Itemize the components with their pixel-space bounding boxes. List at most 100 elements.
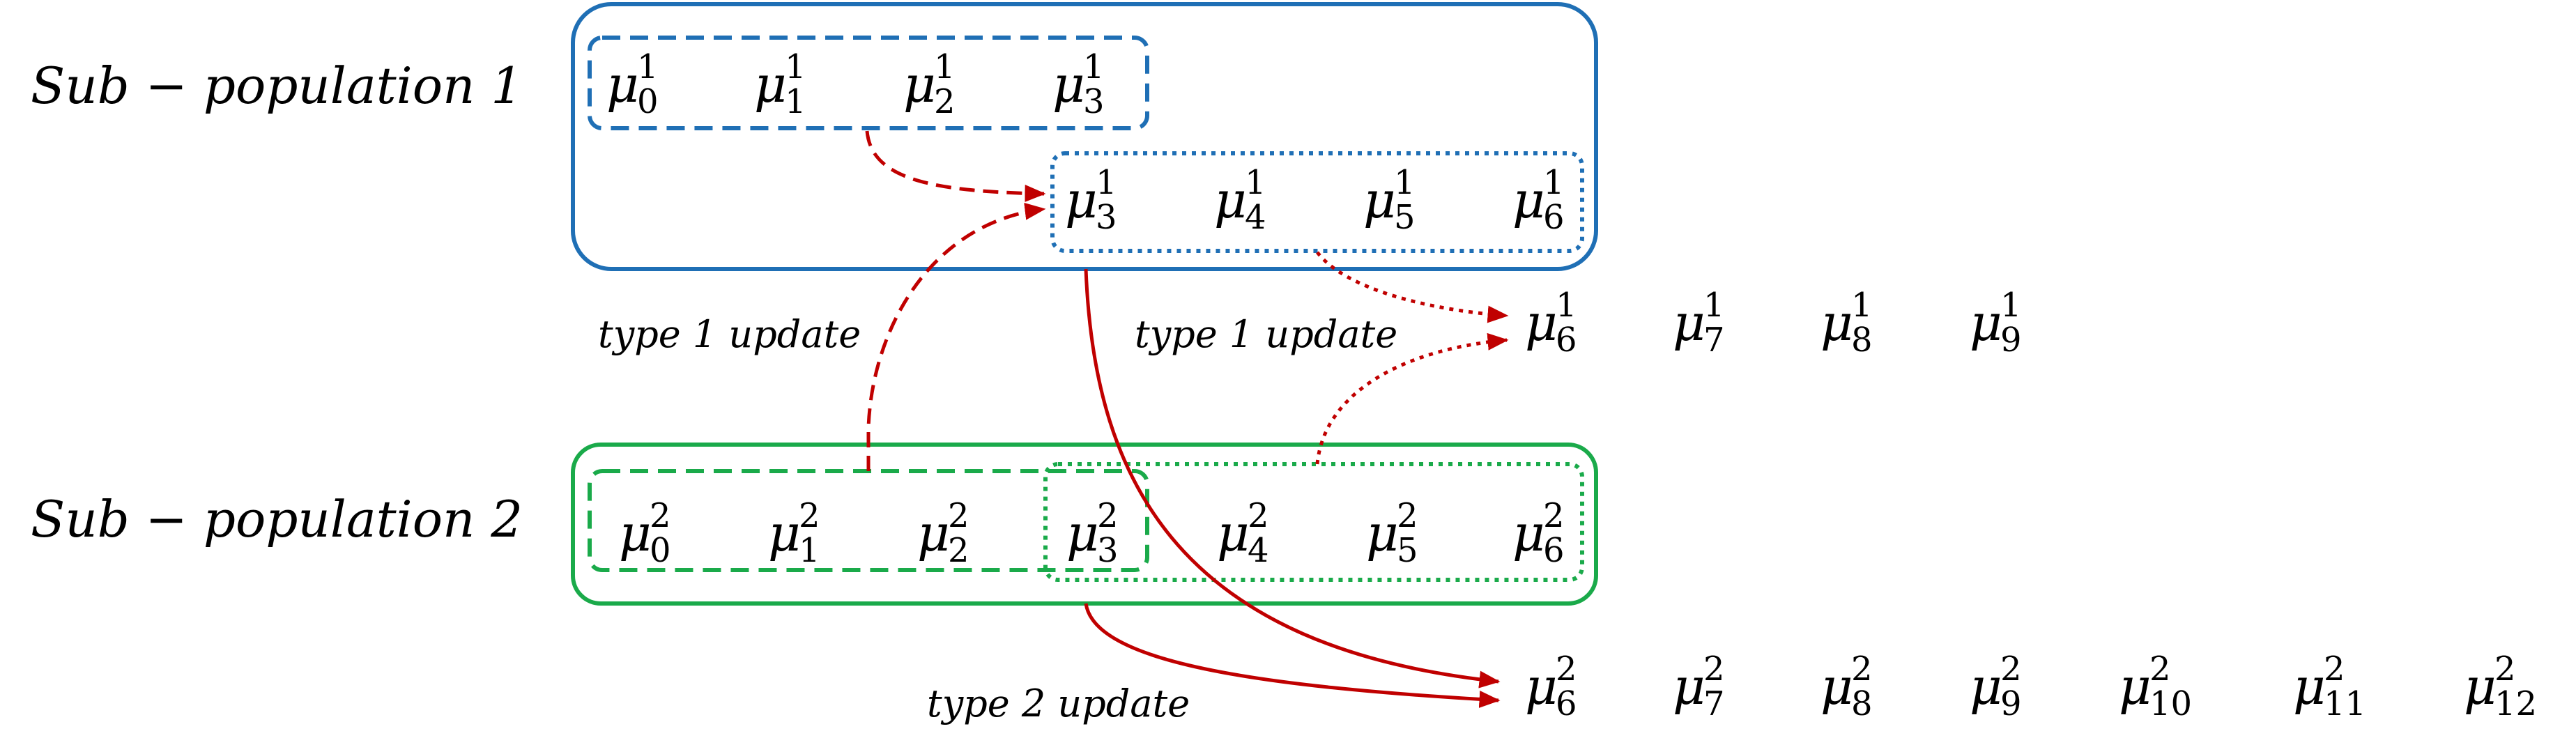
svg-text:μ: μ — [1970, 293, 2002, 352]
mu-pop1-row2-3: μ13 — [1065, 163, 1117, 237]
mu-pop1-row1-2: μ12 — [903, 47, 956, 121]
svg-text:2: 2 — [2149, 649, 2171, 689]
svg-text:1: 1 — [799, 531, 820, 570]
svg-text:2: 2 — [2324, 649, 2345, 689]
mu-pop2-row-2: μ22 — [917, 496, 969, 570]
mu-pop1-row2-6: μ16 — [1512, 163, 1565, 237]
svg-text:0: 0 — [650, 531, 671, 570]
svg-text:1: 1 — [785, 82, 806, 121]
svg-text:μ: μ — [1512, 171, 1545, 229]
svg-text:2: 2 — [2494, 649, 2516, 689]
svg-text:8: 8 — [1851, 321, 1873, 360]
arrow-pop1-row2-to-out — [1316, 251, 1509, 323]
svg-text:μ: μ — [1214, 171, 1247, 229]
svg-text:μ: μ — [754, 55, 787, 114]
mu-pop1-row1-3: μ13 — [1052, 47, 1105, 121]
subpop1-label: Sub − population 1 — [31, 56, 523, 115]
svg-text:μ: μ — [1820, 657, 1853, 716]
svg-text:μ: μ — [1217, 504, 1250, 562]
svg-text:2: 2 — [1397, 496, 1418, 535]
svg-text:μ: μ — [917, 504, 950, 562]
svg-text:1: 1 — [785, 47, 806, 86]
svg-text:1: 1 — [1556, 286, 1577, 325]
svg-text:4: 4 — [1245, 198, 1266, 237]
arrow-pop2-to-pop1-out — [1315, 332, 1509, 465]
svg-text:μ: μ — [619, 504, 652, 562]
pop2-dotted-window — [1043, 462, 1584, 582]
subpop2-box — [571, 443, 1598, 606]
svg-text:2: 2 — [948, 531, 969, 570]
arrow-pop2-to-pop1-row2 — [866, 202, 1046, 471]
svg-text:9: 9 — [2000, 321, 2022, 360]
svg-text:3: 3 — [1097, 531, 1119, 570]
mu-pop1-row1-1: μ11 — [754, 47, 806, 121]
svg-text:1: 1 — [1245, 163, 1266, 202]
svg-text:6: 6 — [1556, 321, 1577, 360]
svg-text:7: 7 — [1703, 321, 1725, 360]
svg-text:7: 7 — [1703, 684, 1725, 723]
svg-text:μ: μ — [1673, 657, 1705, 716]
type1-update-left: type 1 update — [598, 312, 861, 356]
svg-text:8: 8 — [1851, 684, 1873, 723]
svg-text:μ: μ — [1673, 293, 1705, 352]
arrow-pop2-to-pop2-out — [1084, 603, 1501, 708]
svg-text:5: 5 — [1394, 198, 1416, 237]
mu-pop2-out-8: μ28 — [1820, 649, 1873, 723]
mu-pop1-row1-0: μ10 — [606, 47, 659, 121]
svg-text:μ: μ — [768, 504, 801, 562]
subpop1-box — [571, 2, 1598, 271]
svg-text:μ: μ — [1363, 171, 1396, 229]
svg-text:0: 0 — [637, 82, 659, 121]
svg-text:μ: μ — [1065, 171, 1098, 229]
svg-text:5: 5 — [1397, 531, 1418, 570]
svg-text:2: 2 — [1556, 649, 1577, 689]
pop1-dashed-window — [588, 36, 1149, 130]
svg-text:1: 1 — [1083, 47, 1105, 86]
svg-text:6: 6 — [1543, 198, 1565, 237]
mu-pop1-out-6: μ16 — [1525, 286, 1577, 360]
svg-text:3: 3 — [1083, 82, 1105, 121]
svg-text:μ: μ — [1525, 657, 1558, 716]
mu-pop2-row-3: μ23 — [1066, 496, 1119, 570]
svg-text:μ: μ — [1525, 293, 1558, 352]
svg-text:1: 1 — [1851, 286, 1873, 325]
svg-text:μ: μ — [903, 55, 936, 114]
mu-pop1-out-9: μ19 — [1970, 286, 2022, 360]
mu-pop2-out-7: μ27 — [1673, 649, 1725, 723]
pop2-dashed-window — [588, 469, 1149, 572]
mu-pop2-out-6: μ26 — [1525, 649, 1577, 723]
arrow-pop1-to-row2 — [865, 130, 1046, 203]
mu-pop2-out-9: μ29 — [1970, 649, 2022, 723]
svg-text:1: 1 — [637, 47, 659, 86]
svg-text:2: 2 — [1248, 496, 1269, 535]
type1-update-right: type 1 update — [1135, 312, 1397, 356]
svg-text:μ: μ — [1512, 504, 1545, 562]
mu-pop2-row-4: μ24 — [1217, 496, 1269, 570]
subpop2-label: Sub − population 2 — [31, 490, 523, 548]
mu-pop1-row2-5: μ15 — [1363, 163, 1416, 237]
svg-text:1: 1 — [1543, 163, 1565, 202]
svg-text:μ: μ — [1066, 504, 1099, 562]
svg-text:1: 1 — [1703, 286, 1725, 325]
svg-text:10: 10 — [2149, 684, 2192, 723]
pop1-dotted-window — [1050, 151, 1584, 253]
svg-text:12: 12 — [2494, 684, 2537, 723]
mu-pop2-row-1: μ21 — [768, 496, 820, 570]
svg-text:μ: μ — [1366, 504, 1399, 562]
svg-text:6: 6 — [1543, 531, 1565, 570]
arrow-pop1-to-pop2-out — [1084, 268, 1501, 689]
svg-text:2: 2 — [1097, 496, 1119, 535]
svg-text:2: 2 — [1851, 649, 1873, 689]
mu-pop2-row-6: μ26 — [1512, 496, 1565, 570]
svg-text:1: 1 — [2000, 286, 2022, 325]
svg-text:6: 6 — [1556, 684, 1577, 723]
svg-text:μ: μ — [1820, 293, 1853, 352]
svg-text:3: 3 — [1096, 198, 1117, 237]
svg-text:μ: μ — [606, 55, 639, 114]
svg-text:2: 2 — [650, 496, 671, 535]
svg-text:μ: μ — [2293, 657, 2326, 716]
svg-text:2: 2 — [799, 496, 820, 535]
